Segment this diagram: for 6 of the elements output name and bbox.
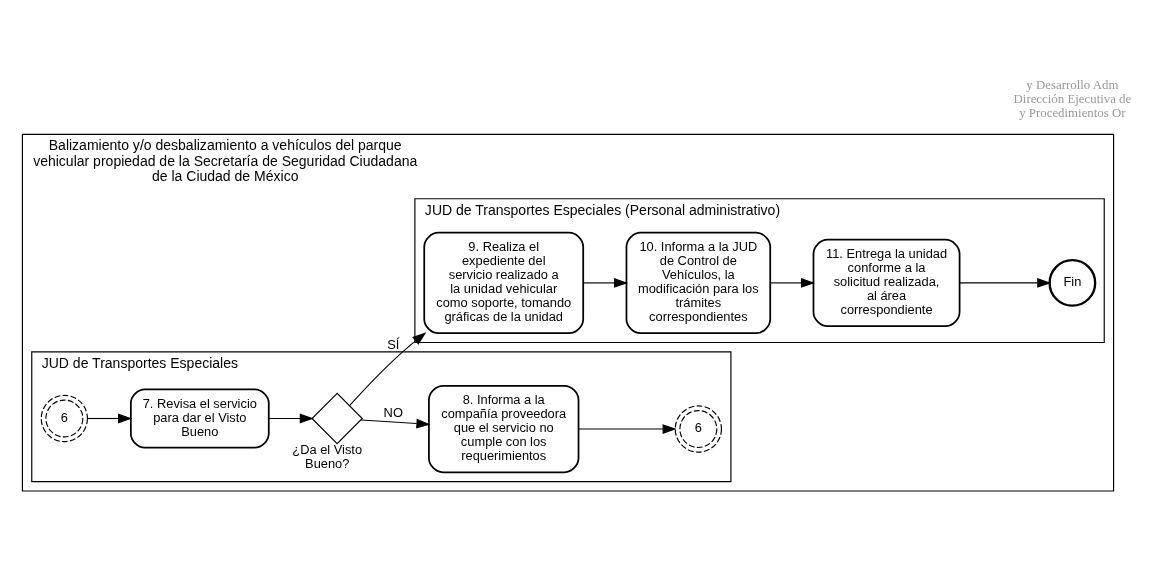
node-label: ¿Da el Visto Bueno?: [292, 441, 363, 471]
label: y Desarrollo Adm: [1026, 77, 1119, 92]
label: Dirección Ejecutiva de: [1013, 91, 1132, 106]
edge-label: NO: [383, 404, 403, 420]
label: y Procedimientos Or: [1019, 105, 1126, 120]
edge-label: SÍ: [387, 336, 400, 352]
